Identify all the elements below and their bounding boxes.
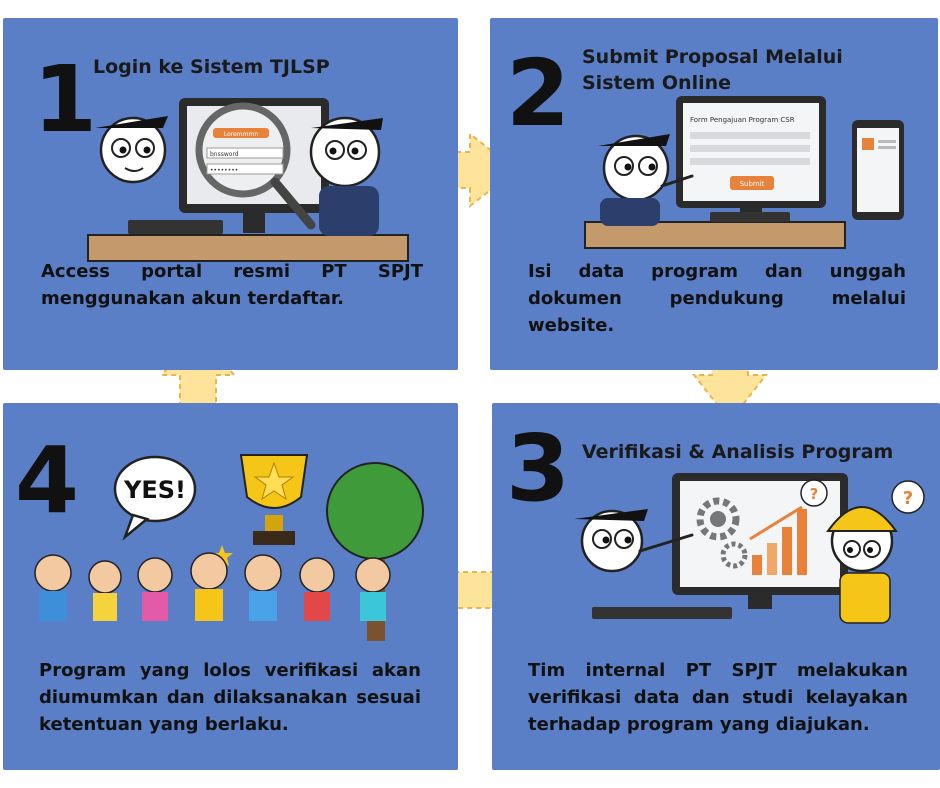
step-1-panel: 1 Login ke Sistem TJLSP Loremmmn bnsswor… xyxy=(3,18,458,370)
children-group xyxy=(34,552,391,621)
celebration-illustration: YES! xyxy=(34,454,424,641)
step-2-description: Isi data program dan unggah dokumen pend… xyxy=(528,261,906,336)
form-title: Form Pengajuan Program CSR xyxy=(690,116,795,124)
login-button-label: Loremmmn xyxy=(224,131,258,138)
step-4-panel: 4 YES! Program yang lolos verifikasi aka… xyxy=(3,403,458,770)
submit-button-label: Submit xyxy=(740,180,765,188)
step-4-number: 4 xyxy=(15,427,80,534)
svg-text:?: ? xyxy=(810,485,819,503)
svg-text:?: ? xyxy=(903,488,913,509)
login-illustration: Loremmmn bnssword •••••••• xyxy=(87,98,409,262)
login-password-field: •••••••• xyxy=(210,167,238,174)
yes-bubble-text: YES! xyxy=(123,476,186,504)
login-username-field: bnssword xyxy=(210,151,239,158)
step-2-number: 2 xyxy=(506,40,571,147)
step-1-description: Access portal resmi PT SPJT menggunakan … xyxy=(41,261,423,309)
step-4-description: Program yang lolos verifikasi akan diumu… xyxy=(39,660,421,735)
step-2-panel: 2 Submit Proposal Melalui Sistem Online … xyxy=(490,18,938,370)
step-2-title: Submit Proposal Melalui Sistem Online xyxy=(582,46,843,94)
step-1-title: Login ke Sistem TJLSP xyxy=(93,56,330,78)
step-3-number: 3 xyxy=(506,415,571,522)
submit-illustration: Form Pengajuan Program CSR Submit xyxy=(584,96,904,249)
verification-illustration: ? ? xyxy=(574,473,925,624)
step-3-description: Tim internal PT SPJT melakukan verifikas… xyxy=(528,660,908,735)
step-3-title: Verifikasi & Analisis Program xyxy=(582,441,894,463)
step-1-number: 1 xyxy=(33,46,98,153)
step-3-panel: 3 Verifikasi & Analisis Program ? ? Tim … xyxy=(492,403,940,770)
